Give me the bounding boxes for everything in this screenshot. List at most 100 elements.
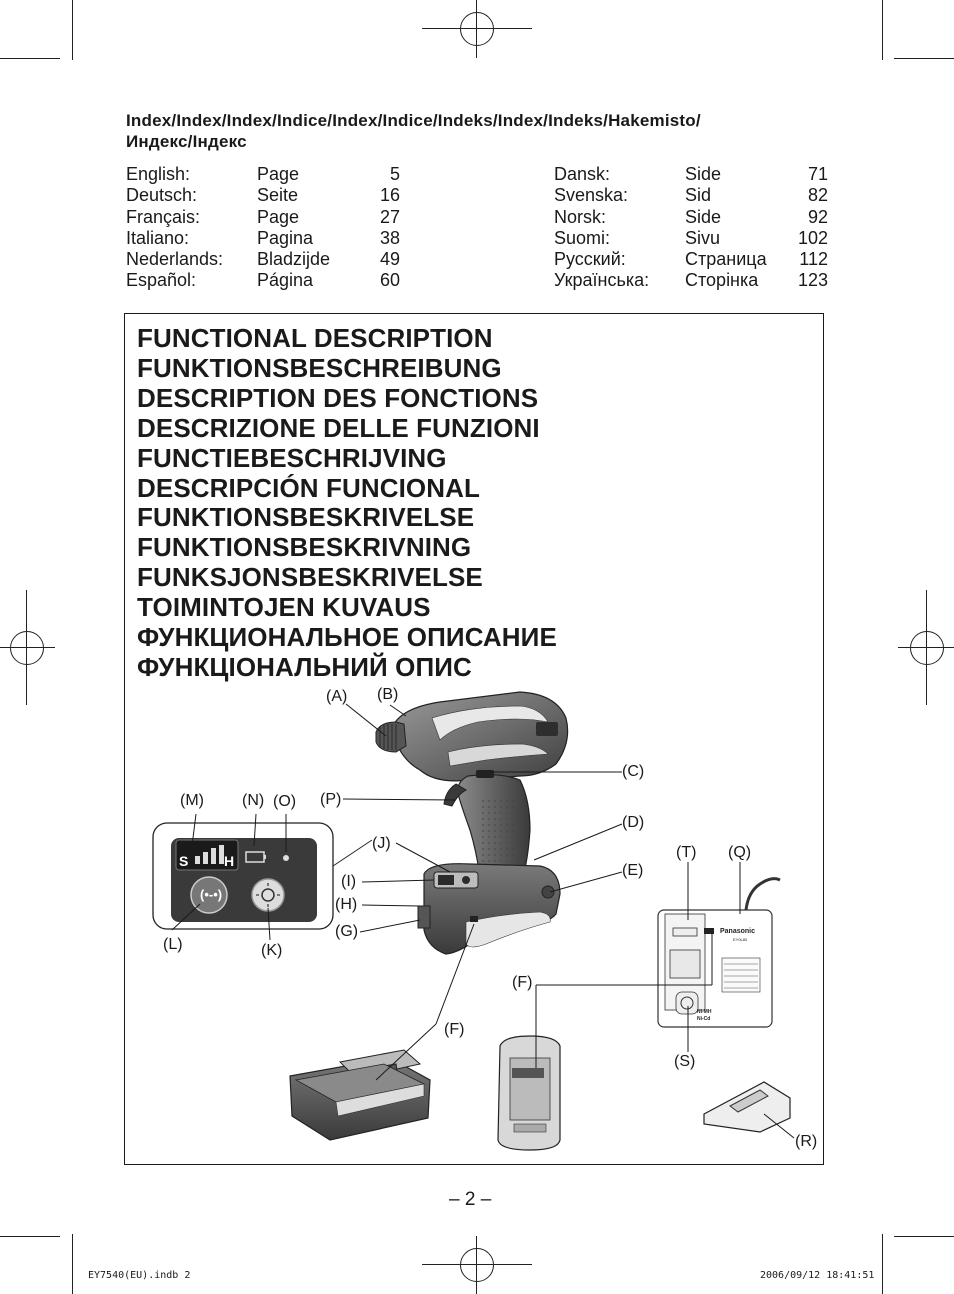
charger-model: EY0L80: [733, 937, 748, 942]
index-title-line2: Индекс/Індекс: [126, 132, 247, 151]
index-lang: Suomi:: [554, 227, 611, 248]
index-lang: Nederlands:: [126, 249, 224, 270]
heading-it: DESCRIZIONE DELLE FUNZIONI: [137, 412, 540, 443]
callout-f-charger: (F): [512, 974, 533, 991]
index-page-word: Seite: [257, 185, 299, 206]
index-page-number: 102: [797, 227, 828, 248]
index-row: Français: Page 27: [126, 207, 400, 228]
footer-file: EY7540(EU).indb 2: [88, 1270, 191, 1281]
heading-sv: FUNKTIONSBESKRIVNING: [137, 532, 472, 563]
heading-da: FUNKTIONSBESKRIVELSE: [137, 502, 475, 533]
functional-description-frame: [124, 313, 824, 1165]
heading-fr: DESCRIPTION DES FONCTIONS: [137, 382, 539, 413]
callout-leaders: [171, 703, 795, 1139]
index-row: Українська: Сторінка 123: [554, 270, 828, 291]
callout-b: (B): [377, 686, 399, 703]
battery-pack-bottom: [497, 1035, 561, 1151]
index-page-number: 38: [379, 227, 400, 248]
footer-timestamp: 2006/09/12 18:41:51: [760, 1270, 875, 1281]
battery-cover: [703, 1081, 791, 1133]
panel-mode-s: S: [179, 853, 188, 869]
index-row: Deutsch: Seite 16: [126, 185, 400, 206]
battery-pack-side: [289, 1049, 431, 1141]
index-row: English: Page 5: [126, 164, 400, 185]
index-lang: Norsk:: [554, 206, 607, 227]
index-page-number: 16: [379, 185, 400, 206]
callout-h: (H): [335, 896, 358, 913]
callout-k: (K): [261, 942, 283, 959]
callout-a: (A): [326, 688, 348, 705]
callout-o: (O): [273, 793, 297, 810]
index-row: Español: Página 60: [126, 270, 400, 291]
callout-r: (R): [795, 1133, 818, 1150]
heading-uk: ФУНКЦІОНАЛЬНИЙ ОПИС: [137, 651, 472, 682]
index-lang: Dansk:: [554, 164, 611, 184]
callout-g: (G): [335, 923, 359, 940]
callout-d: (D): [622, 814, 645, 831]
index-page-word: Side: [685, 164, 722, 184]
charger-brand: Panasonic: [720, 928, 755, 935]
heading-es: DESCRIPCIÓN FUNCIONAL: [137, 472, 480, 503]
index-row: Nederlands: Bladzijde 49: [126, 249, 400, 270]
index-page-number: 49: [379, 249, 400, 270]
index-lang: Français:: [126, 206, 201, 227]
index-row: Svenska: Sid 82: [554, 185, 828, 206]
svg-text:(•-•): (•-•): [200, 887, 222, 902]
index-page-number: 82: [807, 185, 828, 206]
index-lang: Español:: [126, 270, 197, 291]
index-row: Suomi: Sivu 102: [554, 228, 828, 249]
index-lang: Русский:: [554, 249, 626, 270]
index-row: Norsk: Side 92: [554, 207, 828, 228]
index-page-word: Página: [257, 270, 314, 291]
panel-mode-h: H: [224, 853, 234, 869]
index-title-line1: Index/Index/Index/Indice/Index/Indice/In…: [126, 111, 701, 130]
callout-j: (J): [372, 835, 391, 852]
index-lang: Українська:: [554, 270, 650, 291]
callout-l: (L): [163, 936, 183, 953]
heading-de: FUNKTIONSBESCHREIBUNG: [137, 352, 502, 383]
page-number: – 2 –: [449, 1189, 492, 1210]
impact-driver: [375, 691, 569, 955]
index-row: Русский: Страница 112: [554, 249, 828, 270]
index-page-word: Page: [257, 164, 300, 184]
index-title: Index/Index/Index/Indice/Index/Indice/In…: [126, 110, 836, 152]
heading-fi: TOIMINTOJEN KUVAUS: [137, 592, 431, 623]
index-page-number: 5: [389, 164, 400, 184]
index-page-word: Страница: [685, 249, 767, 270]
index-page-number: 92: [807, 206, 828, 227]
index-page-number: 60: [379, 270, 400, 291]
index-page-number: 27: [379, 206, 400, 227]
index-lang: Svenska:: [554, 185, 629, 206]
battery-charger: Panasonic EY0L80 Ni-MH Ni-Cd: [657, 877, 781, 1028]
callout-c: (C): [622, 763, 645, 780]
index-table-left: English: Page 5 Deutsch: Seite 16 Français: P…: [126, 164, 400, 292]
callout-m: (M): [180, 792, 204, 809]
charger-chem-1: Ni-MH: [697, 1009, 712, 1015]
index-lang: Italiano:: [126, 227, 190, 248]
index-page-word: Page: [257, 206, 300, 227]
index-page-number: 71: [807, 164, 828, 184]
index-lang: Deutsch:: [126, 185, 198, 206]
index-page-number: 112: [799, 249, 828, 270]
heading-ru: ФУНКЦИОНАЛЬНОЕ ОПИСАНИЕ: [137, 622, 557, 653]
index-lang: English:: [126, 164, 191, 184]
heading-nl: FUNCTIEBESCHRIJVING: [137, 442, 447, 473]
index-page-word: Sivu: [685, 227, 721, 248]
charger-chem-2: Ni-Cd: [697, 1016, 710, 1022]
index-page-word: Sid: [685, 185, 712, 206]
section-headings: FUNCTIONAL DESCRIPTION FUNKTIONSBESCHREI…: [137, 323, 557, 683]
callout-p: (P): [320, 791, 342, 808]
index-page-number: 123: [797, 270, 828, 291]
heading-no: FUNKSJONSBESKRIVELSE: [137, 562, 483, 593]
callout-i: (I): [341, 873, 357, 890]
heading-en: FUNCTIONAL DESCRIPTION: [137, 323, 493, 353]
callout-n: (N): [242, 792, 265, 809]
index-page-word: Pagina: [257, 227, 314, 248]
callout-f-battery: (F): [444, 1021, 465, 1038]
index-page-word: Сторінка: [685, 270, 759, 291]
index-page-word: Bladzijde: [257, 249, 331, 270]
index-page-word: Side: [685, 206, 722, 227]
callout-e: (E): [622, 862, 644, 879]
